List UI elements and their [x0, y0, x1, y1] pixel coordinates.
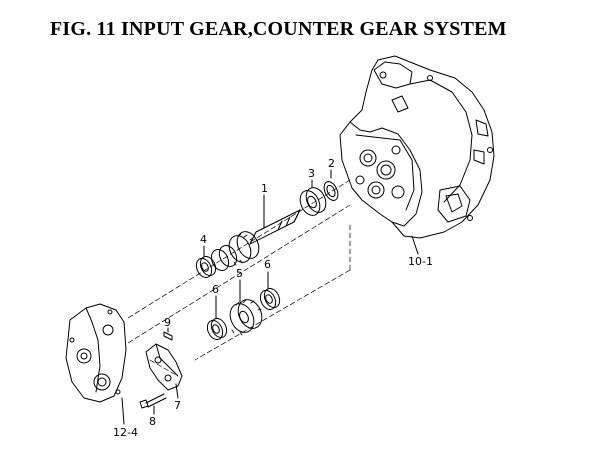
- callout-12-4: 12-4: [113, 426, 138, 439]
- bolt-8: [139, 393, 167, 415]
- callout-2: 2: [328, 157, 335, 170]
- oil-seal-2: [323, 169, 339, 201]
- bearing-3: [299, 179, 327, 216]
- callout-10-1: 10-1: [408, 255, 433, 268]
- bracket-7: [145, 343, 183, 399]
- counter-gear-5: [229, 279, 263, 336]
- bearing-4: [195, 245, 217, 279]
- bearing-6-left: [206, 295, 228, 341]
- callout-9: 9: [164, 316, 171, 329]
- callout-8: 8: [149, 415, 156, 428]
- callout-6-right: 6: [264, 258, 271, 271]
- callout-3: 3: [308, 167, 315, 180]
- callout-4: 4: [200, 233, 207, 246]
- callout-1: 1: [261, 182, 268, 195]
- callout-7: 7: [174, 399, 181, 412]
- pin-9: [163, 327, 173, 341]
- bearing-6-right: [259, 271, 281, 311]
- input-shaft-1: [210, 194, 301, 272]
- rear-cover-12-4: [65, 303, 127, 425]
- callout-5: 5: [236, 267, 243, 280]
- callout-labels: 1 2 3 4 5 6 6 7 8 9 10-1 12-4: [113, 157, 433, 439]
- transmission-case-10-1: [339, 55, 495, 255]
- callout-6-left: 6: [212, 283, 219, 296]
- page-title: FIG. 11 INPUT GEAR,COUNTER GEAR SYSTEM: [50, 18, 507, 40]
